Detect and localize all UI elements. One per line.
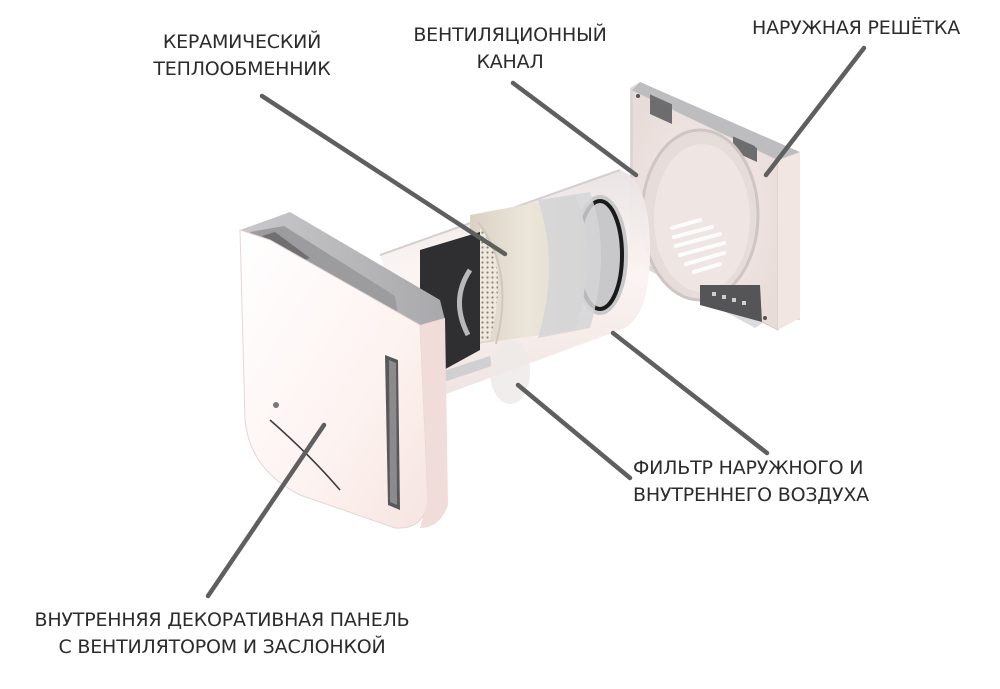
label-outer-grille: НАРУЖНАЯ РЕШЁТКА — [742, 15, 970, 42]
leader-line-ceramic-heat-exchanger — [259, 93, 508, 257]
leader-line-inner-panel — [205, 422, 327, 599]
label-line: ВНУТРЕННЕГО ВОЗДУХА — [633, 484, 869, 506]
label-line: КЕРАМИЧЕСКИЙ — [162, 31, 322, 53]
label-line: С ВЕНТИЛЯТОРОМ И ЗАСЛОНКОЙ — [58, 636, 386, 658]
heat-exchanger-illustration — [470, 192, 628, 345]
outer-grille-illustration — [630, 82, 800, 331]
label-line: НАРУЖНАЯ РЕШЁТКА — [752, 17, 960, 39]
label-inner-panel: ВНУТРЕННЯЯ ДЕКОРАТИВНАЯ ПАНЕЛЬ С ВЕНТИЛЯ… — [22, 607, 422, 661]
label-line: ВЕНТИЛЯЦИОННЫЙ — [413, 24, 607, 46]
leader-line-outer-grille — [763, 45, 867, 178]
label-line: ТЕПЛООБМЕННИК — [153, 58, 331, 80]
label-ceramic-heat-exchanger: КЕРАМИЧЕСКИЙ ТЕПЛООБМЕННИК — [142, 29, 342, 83]
label-ventilation-channel: ВЕНТИЛЯЦИОННЫЙ КАНАЛ — [400, 22, 620, 76]
inner-panel-illustration — [239, 212, 448, 529]
leader-lines — [205, 45, 867, 599]
leader-line-ventilation-channel — [510, 80, 639, 178]
label-air-filter: ФИЛЬТР НАРУЖНОГО И ВНУТРЕННЕГО ВОЗДУХА — [633, 455, 893, 509]
leader-line-filter-panel-side — [515, 382, 633, 481]
label-line: КАНАЛ — [476, 51, 544, 73]
label-line: ФИЛЬТР НАРУЖНОГО И — [633, 457, 864, 479]
leader-line-filter-channel-side — [610, 330, 770, 456]
label-line: ВНУТРЕННЯЯ ДЕКОРАТИВНАЯ ПАНЕЛЬ — [34, 609, 410, 631]
